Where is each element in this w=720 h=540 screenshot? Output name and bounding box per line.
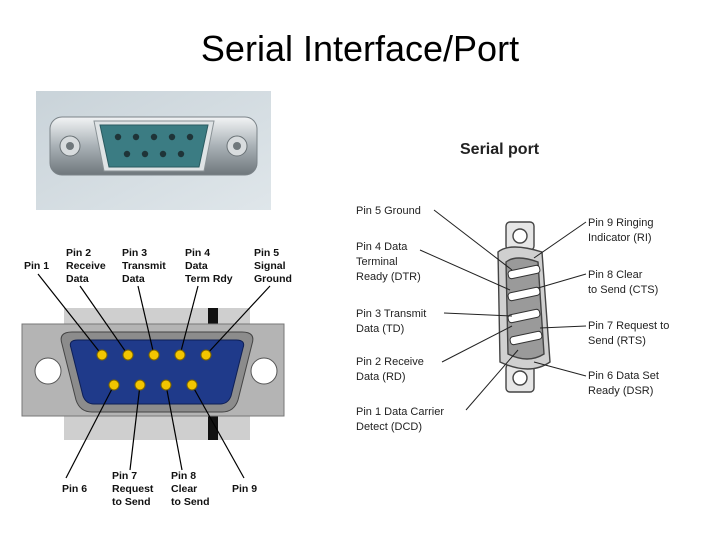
pin-6 [108,379,120,391]
pin4-label-line1: Pin 4 [185,247,210,259]
pin-3 [148,349,160,361]
left-label-pin1-line1: Pin 1 Data Carrier [356,406,444,418]
right-label-pin7-line1: Pin 7 Request to [588,320,669,332]
pin8-label-line2: Clear [171,483,197,495]
pin-4 [174,349,186,361]
left-label-pin5: Pin 5 Ground [356,205,421,217]
pin1-label: Pin 1 [24,260,49,272]
pin4-label-line2: Data [185,260,208,272]
screw-hole-right [250,357,278,385]
right-label-pin8-line1: Pin 8 Clear [588,269,643,281]
port-outline [497,221,551,393]
port-pins [507,264,543,346]
pin-1 [96,349,108,361]
left-label-pin3-line1: Pin 3 Transmit [356,308,426,320]
pin5-label-line3: Ground [254,273,292,285]
slide-title: Serial Interface/Port [200,28,520,69]
pin5-label-line1: Pin 5 [254,247,279,259]
pin2-label-line2: Receive [66,260,106,272]
left-label-pin4-line3: Ready (DTR) [356,271,421,283]
right-label-pin6-line2: Ready (DSR) [588,385,653,397]
pin7-label-line3: to Send [112,496,151,508]
pin5-label-line2: Signal [254,260,286,272]
pin8-label-line1: Pin 8 [171,470,196,482]
pin2-label-line1: Pin 2 [66,247,91,259]
left-label-pin2-line1: Pin 2 Receive [356,356,424,368]
pin7-label-line1: Pin 7 [112,470,137,482]
left-label-pin2-line2: Data (RD) [356,371,406,383]
pin3-label-line2: Transmit [122,260,166,272]
left-label-pin3-line2: Data (TD) [356,323,404,335]
right-label-pin9-line1: Pin 9 Ringing [588,217,653,229]
right-label-pin8-line2: to Send (CTS) [588,284,658,296]
pin7-label-line2: Request [112,483,154,495]
pin6-label: Pin 6 [62,483,87,495]
left-label-pin4-line1: Pin 4 Data [356,241,408,253]
left-label-pin4-line2: Terminal [356,256,398,268]
pin2-label-line3: Data [66,273,89,285]
screw-hole-left [34,357,62,385]
left-label-pin1-line2: Detect (DCD) [356,421,422,433]
pin-2 [122,349,134,361]
right-label-pin9-line2: Indicator (RI) [588,232,652,244]
pin4-label-line3: Term Rdy [185,273,233,285]
pin-7 [134,379,146,391]
connector-photo [36,91,271,210]
connector-shell [69,339,245,405]
pin-9 [186,379,198,391]
pin3-label-line1: Pin 3 [122,247,147,259]
right-label-pin6-line1: Pin 6 Data Set [588,370,659,382]
db9-pinout-diagram: Pin 1 Pin 2 Receive Data Pin 3 Transmit … [21,247,292,508]
pin8-label-line3: to Send [171,496,210,508]
pin-5 [200,349,212,361]
right-label-pin7-line2: Send (RTS) [588,335,646,347]
pin-8 [160,379,172,391]
serial-port-title: Serial port [460,141,540,158]
serial-port-side-diagram: Serial port Pin 5 Ground Pin 4 Data Term… [356,141,669,433]
pin9-label: Pin 9 [232,483,257,495]
pin3-label-line3: Data [122,273,145,285]
